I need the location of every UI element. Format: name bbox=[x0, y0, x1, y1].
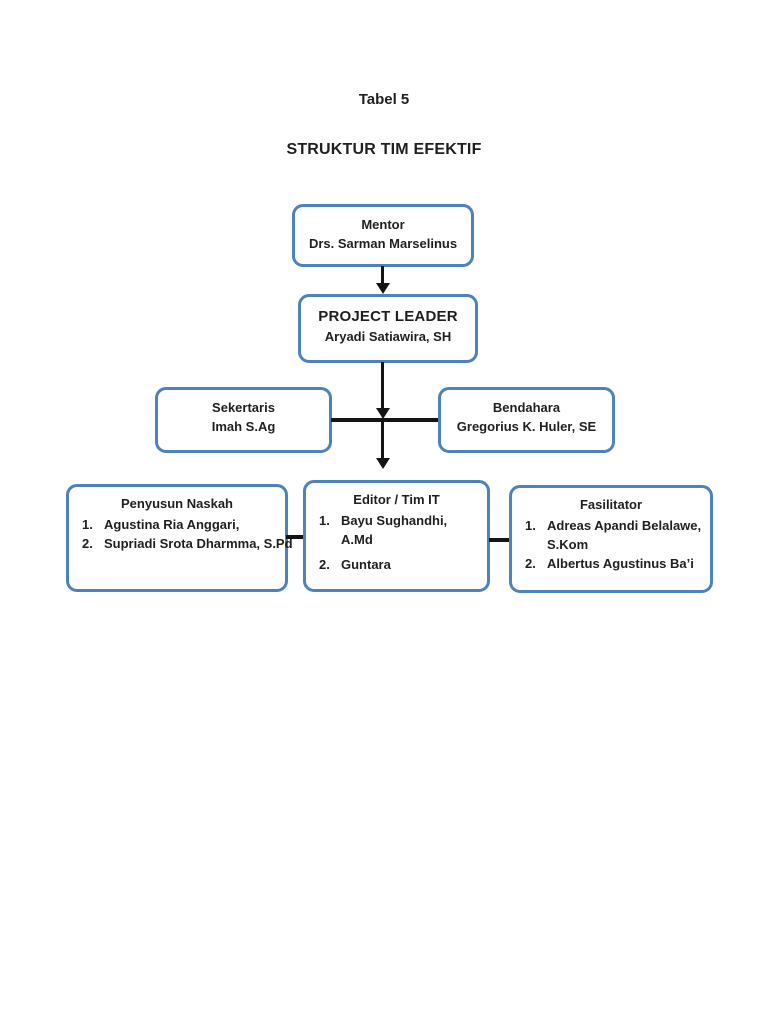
connector-crossbar-editor-line bbox=[381, 422, 384, 460]
list-item: Supriadi Srota Dharmma, S.Pd bbox=[82, 534, 293, 553]
sekertaris-box: Sekertaris Imah S.Ag bbox=[155, 387, 332, 453]
editor-tim-it-title: Editor / Tim IT bbox=[353, 492, 440, 507]
list-item: Albertus Agustinus Ba’i bbox=[525, 554, 694, 573]
arrow-down-icon bbox=[376, 408, 390, 419]
project-leader-title: PROJECT LEADER bbox=[318, 308, 458, 325]
mentor-name: Drs. Sarman Marselinus bbox=[308, 236, 458, 251]
page-caption: Tabel 5 bbox=[358, 91, 410, 108]
connector-penyusun-editor-line bbox=[286, 535, 304, 539]
arrow-down-icon bbox=[376, 458, 390, 469]
crossbar-line bbox=[331, 418, 441, 422]
fasilitator-title: Fasilitator bbox=[579, 497, 643, 512]
editor-tim-it-list: Bayu Sughandhi, A.Md Guntara bbox=[312, 511, 481, 574]
connector-leader-crossbar-line bbox=[381, 362, 384, 410]
connector-mentor-leader-line bbox=[381, 266, 384, 285]
arrow-down-icon bbox=[376, 283, 390, 294]
fasilitator-box: Fasilitator Adreas Apandi Belalawe, S.Ko… bbox=[509, 485, 713, 593]
list-item: Agustina Ria Anggari, bbox=[82, 515, 240, 534]
mentor-box: Mentor Drs. Sarman Marselinus bbox=[292, 204, 474, 267]
list-item: Adreas Apandi Belalawe, S.Kom bbox=[525, 516, 702, 552]
project-leader-name: Aryadi Satiawira, SH bbox=[324, 329, 452, 344]
project-leader-box: PROJECT LEADER Aryadi Satiawira, SH bbox=[298, 294, 478, 363]
list-item: Guntara bbox=[319, 555, 391, 574]
fasilitator-list: Adreas Apandi Belalawe, S.Kom Albertus A… bbox=[518, 516, 704, 573]
page-title: STRUKTUR TIM EFEKTIF bbox=[286, 141, 482, 158]
penyusun-naskah-title: Penyusun Naskah bbox=[121, 496, 233, 511]
list-item: Bayu Sughandhi, A.Md bbox=[319, 511, 448, 547]
bendahara-title: Bendahara bbox=[492, 400, 561, 415]
bendahara-box: Bendahara Gregorius K. Huler, SE bbox=[438, 387, 615, 453]
mentor-title: Mentor bbox=[361, 217, 405, 232]
sekertaris-title: Sekertaris bbox=[212, 400, 275, 415]
penyusun-naskah-box: Penyusun Naskah Agustina Ria Anggari, Su… bbox=[66, 484, 293, 592]
connector-editor-fasilitator-line bbox=[489, 538, 510, 542]
bendahara-name: Gregorius K. Huler, SE bbox=[456, 419, 597, 434]
sekertaris-name: Imah S.Ag bbox=[211, 419, 276, 434]
penyusun-naskah-list: Agustina Ria Anggari, Supriadi Srota Dha… bbox=[75, 515, 293, 553]
editor-tim-it-box: Editor / Tim IT Bayu Sughandhi, A.Md Gun… bbox=[303, 480, 490, 592]
